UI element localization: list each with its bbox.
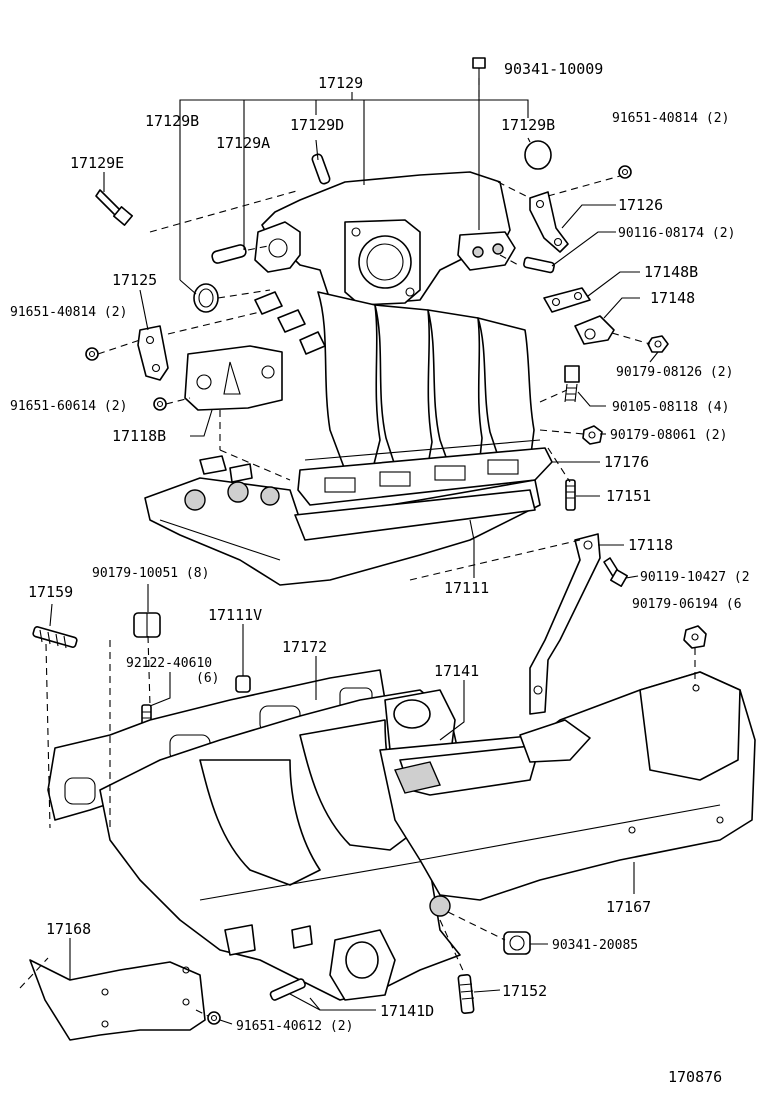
label-17111: 17111 [444, 579, 489, 597]
label-17159: 17159 [28, 583, 73, 601]
plug-17129B-left [193, 283, 219, 313]
bracket-17125 [137, 325, 169, 381]
label-17125: 17125 [112, 271, 157, 289]
label-90116-08174: 90116-08174 (2) [618, 226, 735, 241]
label-17129D: 17129D [290, 116, 344, 134]
label-91651-40814-left: 91651-40814 (2) [10, 305, 127, 320]
label-17118B: 17118B [112, 427, 166, 445]
bolt-90105-08118 [564, 365, 580, 403]
gasket-17148B [543, 287, 591, 313]
label-91651-60614: 91651-60614 (2) [10, 399, 127, 414]
label-17129E: 17129E [70, 154, 124, 172]
label-90179-06194: 90179-06194 (6 [632, 597, 742, 612]
stud-17141D [269, 978, 306, 1001]
plug-17129B-right [524, 140, 552, 170]
plug-90341-20085 [503, 931, 531, 955]
label-17148B: 17148B [644, 263, 698, 281]
label-17151: 17151 [606, 487, 651, 505]
label-17172: 17172 [282, 638, 327, 656]
label-90179-10051: 90179-10051 (8) [92, 566, 209, 581]
label-90341-20085: 90341-20085 [552, 938, 638, 953]
label-17141D: 17141D [380, 1002, 434, 1020]
stud-17129E [95, 189, 134, 226]
bush-17129A [211, 244, 247, 264]
stay-17118 [529, 533, 601, 715]
figure-id: 170876 [668, 1068, 722, 1086]
intake-manifold-17111 [144, 455, 541, 586]
nut-90179-06194 [683, 625, 707, 649]
label-17126: 17126 [618, 196, 663, 214]
label-17152: 17152 [502, 982, 547, 1000]
label-17148: 17148 [650, 289, 695, 307]
nut-91651-40814-left [85, 347, 99, 361]
pipe-17148 [574, 315, 615, 345]
part-labels: 17129 17129B 17129D 17129A 17129B 17129E… [10, 60, 750, 1086]
nut-91651-40612 [207, 1011, 221, 1025]
label-17129B-right: 17129B [501, 116, 555, 134]
label-17141: 17141 [434, 662, 479, 680]
label-90341-10009: 90341-10009 [504, 60, 603, 78]
stud-17159 [32, 626, 78, 649]
heat-insulator-17168 [29, 959, 206, 1041]
intake-runners [304, 291, 541, 483]
nut-91651-40814-right [618, 165, 632, 179]
pin-17111V [235, 675, 251, 693]
nut-90179-08061 [582, 425, 603, 445]
nut-91651-60614 [153, 397, 167, 411]
label-90105-08118: 90105-08118 (4) [612, 400, 729, 415]
stud-17151 [565, 479, 576, 511]
bracket-17126 [529, 191, 569, 253]
label-91651-40814-right: 91651-40814 (2) [612, 111, 729, 126]
label-17129B-left: 17129B [145, 112, 199, 130]
label-92122-40610-qty: (6) [196, 671, 219, 686]
stud-17152 [457, 973, 475, 1015]
bolt-90341-10009 [472, 57, 486, 78]
stud-90116-08174 [523, 256, 555, 274]
assembly-dashed-lines [19, 78, 696, 1017]
nut-90179-10051 [133, 612, 161, 638]
label-90179-08061: 90179-08061 (2) [610, 428, 727, 443]
label-17168: 17168 [46, 920, 91, 938]
label-90119-10427: 90119-10427 (2 [640, 570, 750, 585]
label-17167: 17167 [606, 898, 651, 916]
stay-17118B [184, 345, 283, 411]
label-17111V: 17111V [208, 606, 262, 624]
intake-air-chamber [254, 171, 516, 355]
label-17176: 17176 [604, 453, 649, 471]
label-17129A: 17129A [216, 134, 270, 152]
heat-insulator-17167 [379, 671, 756, 901]
leader-lines [49, 78, 659, 1025]
pin-17129D [311, 153, 331, 185]
bolt-90119-10427 [603, 557, 628, 587]
label-92122-40610: 92122-40610 [126, 656, 212, 671]
label-90179-08126: 90179-08126 (2) [616, 365, 733, 380]
label-91651-40612: 91651-40612 (2) [236, 1019, 353, 1034]
label-17129: 17129 [318, 74, 363, 92]
label-17118: 17118 [628, 536, 673, 554]
nut-90179-08126 [647, 335, 669, 353]
